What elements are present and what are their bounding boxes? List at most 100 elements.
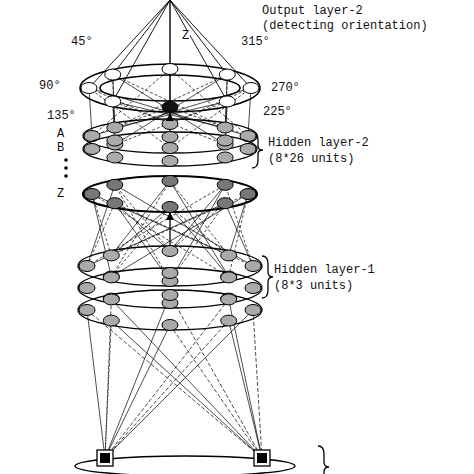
unit [240, 189, 256, 200]
unit [162, 102, 178, 113]
unit [107, 152, 123, 163]
weight-line [111, 207, 170, 255]
weight-line [115, 185, 170, 251]
weight-line [170, 181, 229, 255]
unit [162, 64, 178, 75]
unit [107, 135, 123, 146]
apex-line [113, 0, 170, 101]
input-square [97, 450, 113, 466]
unit [103, 272, 119, 283]
weight-line [170, 69, 171, 124]
layer-ring [83, 132, 257, 166]
unit [162, 202, 178, 213]
unit [221, 315, 237, 326]
unit [105, 96, 121, 107]
unit-label: B [56, 142, 65, 155]
unit [217, 122, 233, 133]
unit [162, 176, 178, 187]
input-square [257, 453, 267, 463]
unit [221, 293, 237, 304]
unit [217, 135, 233, 146]
layer-ring [80, 64, 260, 112]
unit [221, 271, 237, 282]
unit [81, 83, 97, 94]
input-line [111, 321, 262, 458]
unit [103, 271, 119, 282]
unit [162, 290, 178, 301]
weight-line [115, 101, 227, 144]
unit [221, 294, 237, 305]
weight-line [113, 101, 225, 144]
unit-label: A [56, 128, 65, 141]
unit [221, 272, 237, 283]
unit [162, 320, 178, 331]
input-line [170, 295, 262, 458]
unit [217, 152, 233, 163]
unit [107, 179, 123, 190]
unit [162, 156, 178, 167]
unit [103, 293, 119, 304]
unit [162, 246, 178, 257]
weight-line [170, 207, 229, 255]
input-line [229, 321, 262, 458]
unit [162, 132, 178, 143]
unit-label: Z [181, 30, 190, 43]
input-line [105, 310, 253, 458]
unit [221, 250, 237, 261]
unit-label: Z [56, 188, 65, 201]
weight-line [111, 194, 248, 277]
angle-label: 135° [46, 110, 77, 123]
layer-bracket [262, 256, 273, 298]
angle-label: 45° [70, 36, 94, 49]
layer-box: Output layer-2(detecting orientation) [76, 62, 264, 114]
input-line [87, 310, 105, 458]
angle-label: 225° [262, 106, 293, 119]
angle-label: 90° [38, 80, 62, 93]
layer-ring [78, 268, 262, 308]
layer-box: Hidden layer-2(8*26 units) [83, 119, 257, 213]
unit [105, 69, 121, 80]
layer-ring [78, 246, 262, 286]
unit [240, 144, 256, 155]
angle-label: 315° [240, 36, 271, 49]
layer-ring [83, 119, 257, 153]
unit [245, 283, 261, 294]
unit [217, 179, 233, 190]
weight-line [113, 75, 115, 145]
layer-note: (8*26 units) [268, 152, 354, 166]
layer-connector [169, 213, 170, 246]
unit [245, 261, 261, 272]
weight-line [92, 194, 229, 277]
ellipsis-dot [64, 174, 68, 178]
input-square [254, 450, 270, 466]
weight-line [111, 181, 170, 277]
unit [162, 119, 178, 130]
weight-line [170, 181, 229, 277]
layer-name: Hidden layer-1 [274, 263, 375, 277]
unit [103, 250, 119, 261]
weight-line [115, 185, 253, 266]
unit [107, 122, 123, 133]
ellipsis-dot [64, 166, 68, 170]
apex-line [170, 0, 227, 101]
input-line [105, 299, 229, 458]
unit [84, 189, 100, 200]
layer-box: Hidden layer-1(8*3 units) [78, 246, 262, 330]
layer-connector [169, 114, 170, 119]
unit [162, 143, 178, 154]
unit [243, 83, 259, 94]
layer-name: Hidden layer-2 [268, 136, 369, 150]
layer-name: Output layer-2 [262, 4, 363, 18]
apex-line [170, 0, 171, 69]
layer-ring [78, 290, 262, 330]
unit [79, 283, 95, 294]
layer-note: (8*3 units) [274, 279, 353, 293]
unit [217, 198, 233, 209]
unit [107, 198, 123, 209]
unit [162, 268, 178, 279]
unit [219, 69, 235, 80]
unit [103, 315, 119, 326]
weight-line [111, 181, 170, 255]
weight-line [87, 185, 225, 266]
